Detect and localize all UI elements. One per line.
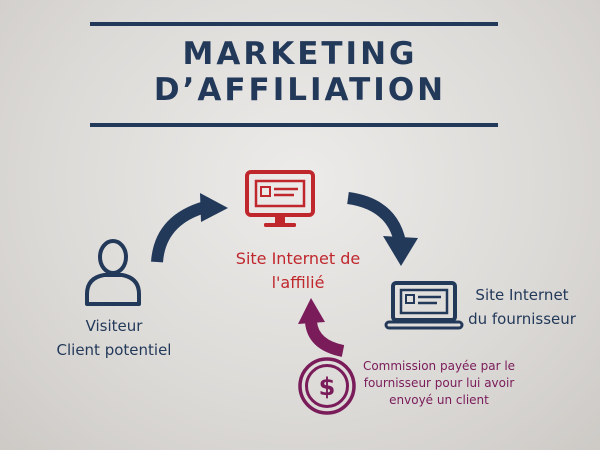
- title-line-1: MARKETING: [182, 36, 418, 72]
- commission-label-line-2: fournisseur pour lui avoir: [363, 376, 515, 390]
- arrow-icon: [298, 298, 345, 357]
- arrow-icon: [346, 192, 418, 266]
- affiliate-site-label-line-2: l'affilié: [271, 273, 325, 292]
- person-icon: [85, 239, 141, 306]
- title-line-2: D’AFFILIATION: [153, 72, 447, 108]
- monitor-icon: [245, 170, 315, 227]
- visitor-label: Visiteur Client potentiel: [34, 314, 194, 362]
- supplier-site-label-line-2: du fournisseur: [468, 310, 576, 328]
- supplier-site-label: Site Internet du fournisseur: [452, 283, 592, 331]
- supplier-site-label-line-1: Site Internet: [475, 286, 569, 304]
- affiliate-site-label-line-1: Site Internet de: [235, 249, 361, 268]
- arrow-icon: [151, 193, 228, 263]
- dollar-coin-icon: $: [298, 357, 356, 415]
- title-rule-top: [90, 22, 498, 26]
- commission-label-line-1: Commission payée par le: [362, 359, 516, 373]
- laptop-icon: [384, 281, 464, 330]
- visitor-label-line-2: Client potentiel: [56, 341, 172, 359]
- commission-label-line-3: envoyé un client: [389, 393, 489, 407]
- affiliate-site-label: Site Internet de l'affilié: [198, 247, 398, 295]
- title-rule-bottom: [90, 123, 498, 127]
- commission-label: Commission payée par le fournisseur pour…: [356, 358, 522, 409]
- dollar-symbol: $: [319, 373, 336, 401]
- visitor-label-line-1: Visiteur: [85, 317, 143, 335]
